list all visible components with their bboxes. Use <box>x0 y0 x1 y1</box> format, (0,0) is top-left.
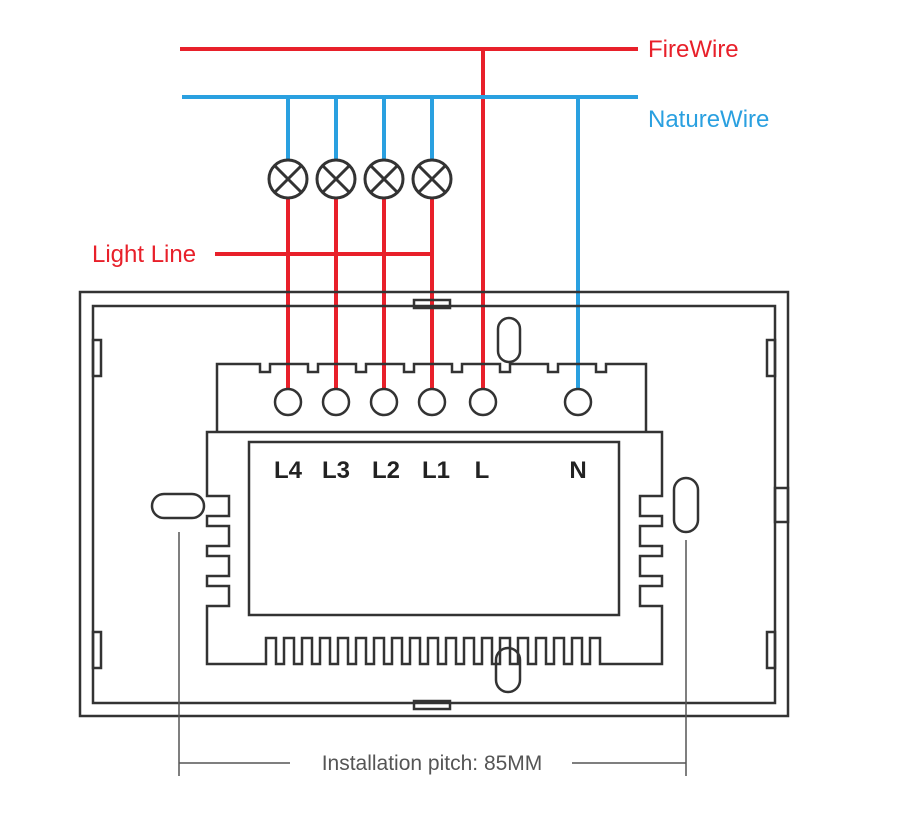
pitch-dimension <box>178 532 687 776</box>
terminal-block <box>215 362 648 432</box>
nature-wires <box>182 95 638 400</box>
lamp-icon <box>315 158 357 200</box>
light-line-label: Light Line <box>92 241 196 268</box>
terminal-screw-L3 <box>321 387 351 417</box>
side-clip-left-bottom <box>91 630 103 670</box>
side-clip-right-bottom <box>765 630 777 670</box>
top-clip <box>412 298 452 310</box>
side-clip-left-top <box>91 338 103 378</box>
bottom-clip <box>412 699 452 711</box>
terminal-screw-L4 <box>273 387 303 417</box>
module-body <box>205 430 664 666</box>
terminal-screws <box>273 387 593 417</box>
terminal-label-L1: L1 <box>422 457 450 484</box>
mounting-slot-top <box>496 316 522 364</box>
terminal-label-L: L <box>475 457 490 484</box>
mounting-slot-left <box>150 492 206 520</box>
terminal-screw-L <box>468 387 498 417</box>
terminal-label-N: N <box>569 457 586 484</box>
lamp-icon <box>363 158 405 200</box>
lamps <box>267 158 453 200</box>
terminal-screw-N <box>563 387 593 417</box>
terminal-screw-L1 <box>417 387 447 417</box>
side-clip-right-top <box>765 338 777 378</box>
mounting-slot-right <box>672 476 700 534</box>
terminal-screw-L2 <box>369 387 399 417</box>
nature-wire-label: NatureWire <box>648 106 769 133</box>
pitch-label: Installation pitch: 85MM <box>322 752 543 775</box>
fire-wire-label: FireWire <box>648 36 739 63</box>
terminal-label-L3: L3 <box>322 457 350 484</box>
label-window <box>247 440 621 617</box>
side-notch-right <box>773 486 790 524</box>
lamp-icon <box>267 158 309 200</box>
terminal-label-L4: L4 <box>274 457 303 484</box>
switch-back-plate <box>78 290 790 718</box>
mounting-slot-bottom <box>494 646 522 694</box>
terminal-label-L2: L2 <box>372 457 400 484</box>
fire-wires <box>180 47 638 400</box>
lamp-icon <box>411 158 453 200</box>
